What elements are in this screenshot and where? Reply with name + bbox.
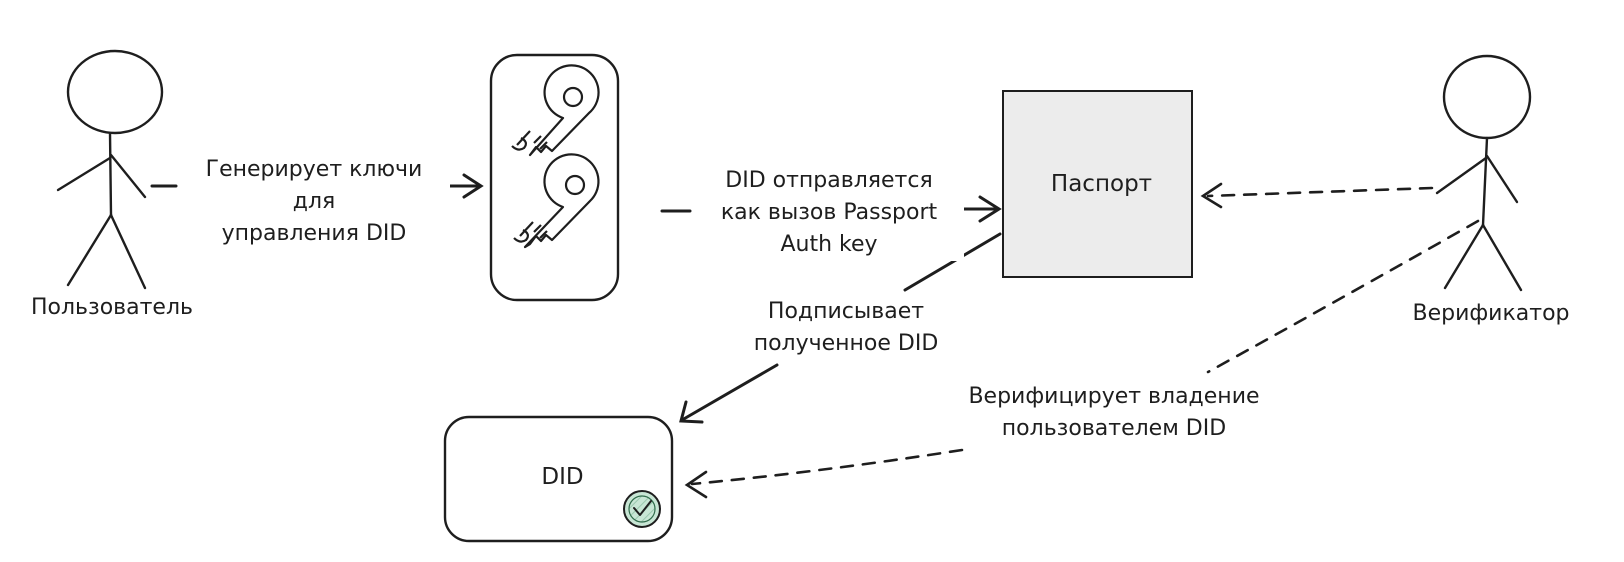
user-leg-left — [66, 213, 113, 287]
did-label: DID — [541, 464, 584, 490]
user-leg-right — [109, 213, 147, 290]
arrow-keys-to-passport — [660, 195, 1002, 223]
edge-label-generate-keys: Генерирует ключи для управления DID — [178, 154, 450, 250]
verifier-label: Верификатор — [1412, 301, 1570, 326]
user-body — [108, 131, 113, 217]
verifier-figure — [1435, 54, 1532, 292]
edge-label-verifies-ownership: Верифицирует владение пользователем DID — [962, 381, 1266, 445]
key-icon — [513, 153, 600, 249]
verifier-leg-right — [1481, 223, 1523, 292]
edge-label-did-sent: DID отправляется как вызов Passport Auth… — [694, 165, 964, 261]
passport-label: Паспорт — [1050, 171, 1153, 197]
verifier-arm-right — [1485, 154, 1519, 204]
user-arm-right — [109, 153, 147, 199]
arrow-passport-to-did — [679, 232, 1002, 424]
user-arm-left — [56, 156, 112, 192]
arrow-verifier-to-did — [684, 219, 1480, 499]
did-card — [443, 415, 674, 543]
verifier-leg-left — [1443, 223, 1485, 290]
verifier-head — [1442, 54, 1532, 140]
verifier-arm-left — [1435, 156, 1488, 195]
arrow-user-to-keys — [150, 173, 484, 199]
passport-box — [1002, 90, 1193, 278]
arrow-verifier-to-passport — [1200, 182, 1434, 209]
verifier-body — [1481, 136, 1489, 227]
edge-label-signs-did: Подписывает полученное DID — [737, 296, 955, 360]
check-badge-icon — [623, 490, 661, 528]
key-icon — [511, 64, 600, 157]
user-label: Пользователь — [30, 295, 193, 320]
user-head — [66, 49, 164, 135]
user-figure — [56, 49, 164, 290]
